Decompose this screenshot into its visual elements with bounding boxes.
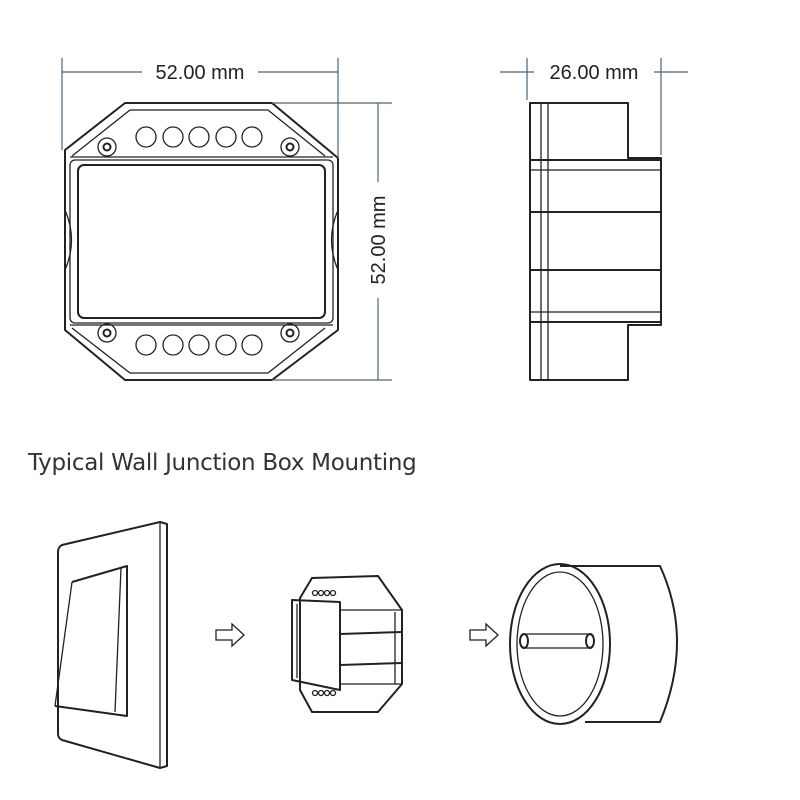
front-view: 52.00 mm 52.00 mm	[61, 58, 392, 381]
width-dimension: 52.00 mm	[61, 58, 339, 158]
side-view: 26.00 mm	[500, 58, 688, 381]
width-label: 52.00 mm	[156, 62, 245, 84]
arrow-icon	[215, 622, 245, 648]
height-dimension: 52.00 mm	[272, 102, 392, 381]
terminal-holes-bottom	[135, 334, 263, 356]
section-title: Typical Wall Junction Box Mounting	[28, 450, 417, 476]
depth-label: 26.00 mm	[550, 62, 639, 84]
terminal-holes-top	[135, 126, 263, 148]
module-perspective	[291, 575, 403, 713]
height-label: 52.00 mm	[368, 196, 390, 285]
screw-icons	[97, 137, 300, 343]
wall-switch-plate	[54, 521, 168, 769]
depth-dimension: 26.00 mm	[500, 58, 688, 155]
arrow-icon	[469, 622, 499, 648]
module-terminals	[311, 589, 337, 697]
junction-box	[509, 563, 678, 725]
